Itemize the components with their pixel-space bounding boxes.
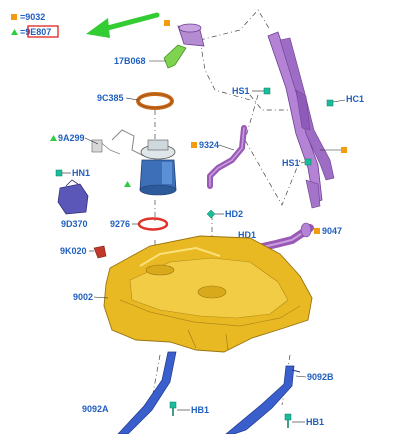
connector-hc1 [326,99,334,107]
seal-9276 [137,217,169,231]
label-9a299: 9A299 [58,133,85,143]
label-9k020: 9K020 [60,246,87,256]
part-9k020 [93,245,107,259]
connector-hd2 [206,209,216,219]
label-hd2: HD2 [225,209,243,219]
bracket-17b068 [163,44,187,69]
label-hn1: HN1 [72,168,90,178]
label-9c385: 9C385 [97,93,124,103]
label-9002: 9002 [73,292,93,302]
bolt-hb1-right [284,413,292,428]
label-9276: 9276 [110,219,130,229]
label-hb1-right: HB1 [306,417,324,427]
legend: =9032 =9E807 [11,12,59,38]
label-hb1-left: HB1 [191,405,209,415]
fuel-pump-module [91,129,177,196]
green-arrow-icon [86,12,160,38]
label-hs1-top: HS1 [232,86,250,96]
connector-hn1 [55,169,63,177]
marker-9032-9324 [191,142,197,148]
filler-pipe [267,31,335,209]
connector-hs1-top [263,87,271,95]
legend-triangle-text: =9E807 [20,27,51,37]
label-hc1: HC1 [346,94,364,104]
hose-9324 [207,125,247,189]
label-hs1-mid: HS1 [282,158,300,168]
legend-square-text: =9032 [20,12,45,22]
label-9324: 9324 [199,140,219,150]
marker-9032-9047 [314,228,320,234]
filler-neck-top [164,20,205,47]
label-9047: 9047 [322,226,342,236]
fuel-tank-9002 [103,235,313,353]
strap-9092a [117,351,177,434]
legend-triangle-marker [11,29,18,35]
label-9092b: 9092B [307,372,334,382]
strap-9092b [225,365,301,434]
bolt-hb1-left [169,401,177,416]
marker-9032-top [164,20,170,26]
label-hd1: HD1 [238,230,256,240]
label-17b068: 17B068 [114,56,146,66]
marker-9e807-pump [124,181,131,187]
legend-square-marker [11,14,17,20]
marker-9032-right [341,147,347,153]
label-9d370: 9D370 [61,219,88,229]
label-9092a: 9092A [82,404,109,414]
lock-ring-9c385 [136,92,174,110]
marker-9e807-9a299 [50,135,57,141]
module-9d370 [57,179,89,215]
connector-hs1-mid [304,158,312,166]
legend-highlight-box [27,25,59,38]
